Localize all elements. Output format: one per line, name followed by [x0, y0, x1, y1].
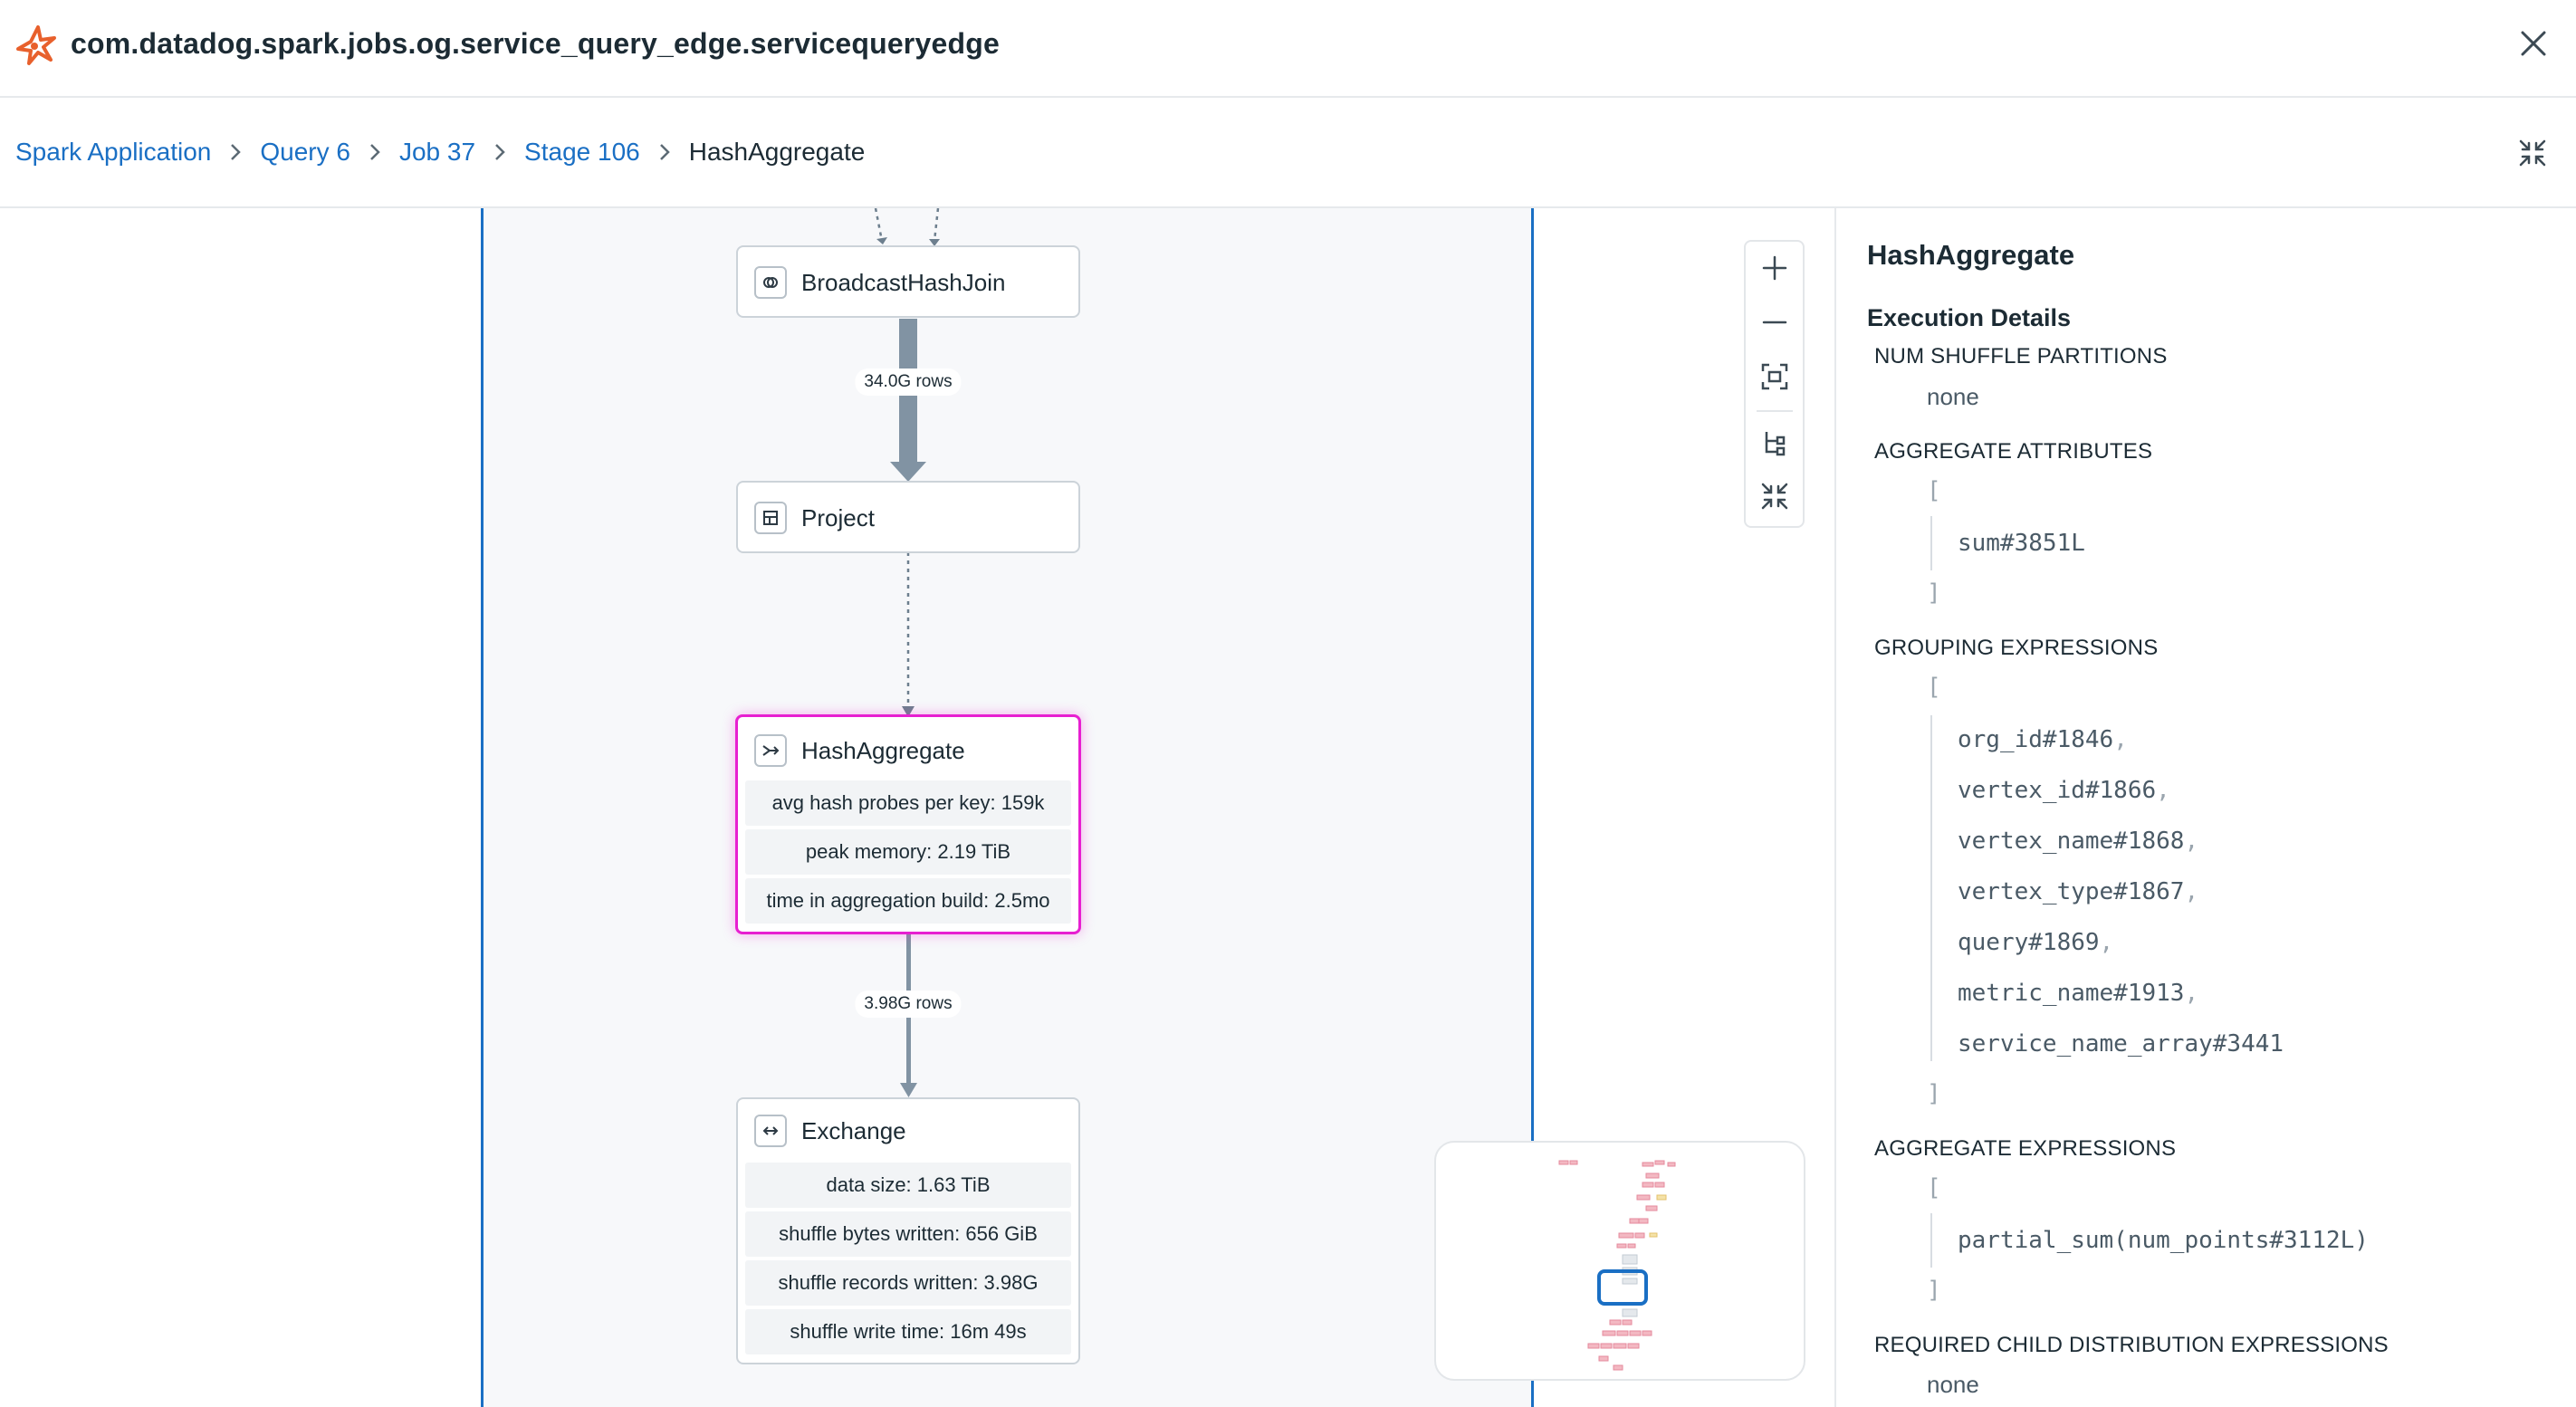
- list-item: sum#3851L: [1958, 530, 2085, 557]
- list-item-text: metric_name#1913: [1958, 980, 2185, 1007]
- toolbar-divider: [1757, 410, 1793, 412]
- minimap-thumbnail: [1558, 1160, 1676, 1371]
- list-item-text: vertex_name#1868: [1958, 828, 2185, 855]
- graph-toolbar: [1744, 240, 1805, 528]
- fit-view-icon[interactable]: [1759, 361, 1790, 392]
- list-comma: ,: [2156, 777, 2170, 804]
- details-title: HashAggregate: [1867, 239, 2075, 271]
- table-icon: [754, 502, 787, 534]
- attr-value: none: [1927, 1371, 1979, 1398]
- attr-label: AGGREGATE ATTRIBUTES: [1874, 439, 2153, 464]
- node-metric: shuffle write time: 16m 49s: [745, 1309, 1071, 1354]
- exchange-icon: [754, 1115, 787, 1147]
- list-guide-line: [1930, 715, 1932, 1061]
- zoom-out-icon[interactable]: [1759, 307, 1790, 338]
- node-hash-aggregate[interactable]: HashAggregate avg hash probes per key: 1…: [735, 714, 1081, 934]
- application-title: com.datadog.spark.jobs.og.service_query_…: [71, 27, 1000, 60]
- edge-row-count-label: 3.98G rows: [855, 991, 962, 1018]
- attr-label: NUM SHUFFLE PARTITIONS: [1874, 344, 2168, 368]
- chevron-right-icon: [495, 144, 505, 160]
- breadcrumb-stage[interactable]: Stage 106: [524, 138, 640, 166]
- bracket-open: [: [1927, 477, 1941, 504]
- node-metric: data size: 1.63 TiB: [745, 1163, 1071, 1208]
- breadcrumb-job[interactable]: Job 37: [398, 138, 476, 166]
- node-title: HashAggregate: [801, 736, 965, 764]
- list-item: org_id#1846,: [1958, 726, 2128, 753]
- bracket-close: ]: [1927, 1277, 1941, 1304]
- node-title: Exchange: [801, 1116, 906, 1144]
- chevron-right-icon: [659, 144, 670, 160]
- chevron-right-icon: [370, 144, 380, 160]
- node-metric: shuffle bytes written: 656 GiB: [745, 1211, 1071, 1257]
- join-icon: [754, 266, 787, 299]
- list-guide-line: [1930, 1213, 1932, 1268]
- list-comma: ,: [2099, 929, 2114, 956]
- list-item: query#1869,: [1958, 929, 2113, 956]
- chevron-right-icon: [231, 144, 242, 160]
- minimap-viewport[interactable]: [1597, 1269, 1648, 1306]
- breadcrumb: Spark Application Query 6 Job 37 Stage 1…: [15, 136, 865, 168]
- list-item: vertex_type#1867,: [1958, 878, 2198, 905]
- list-item: vertex_id#1866,: [1958, 777, 2170, 804]
- list-item: vertex_name#1868,: [1958, 828, 2198, 855]
- attr-label: AGGREGATE EXPRESSIONS: [1874, 1136, 2177, 1161]
- list-item: metric_name#1913,: [1958, 980, 2198, 1007]
- node-metric: shuffle records written: 3.98G: [745, 1260, 1071, 1306]
- bracket-open: [: [1927, 1174, 1941, 1201]
- graph-minimap[interactable]: [1434, 1141, 1805, 1381]
- list-comma: ,: [2184, 878, 2199, 905]
- execution-details-heading: Execution Details: [1867, 304, 2072, 331]
- node-metric: avg hash probes per key: 159k: [745, 780, 1071, 826]
- layout-tree-icon[interactable]: [1759, 428, 1790, 459]
- zoom-in-icon[interactable]: [1759, 253, 1790, 283]
- bracket-open: [: [1927, 674, 1941, 701]
- breadcrumb-spark-application[interactable]: Spark Application: [15, 138, 212, 166]
- aggregate-icon: [754, 734, 787, 767]
- bracket-close: ]: [1927, 579, 1941, 607]
- minimize-icon[interactable]: [2517, 138, 2548, 168]
- collapse-icon[interactable]: [1759, 481, 1790, 512]
- node-details-panel: HashAggregate Execution Details NUM SHUF…: [1834, 208, 2576, 1407]
- node-project[interactable]: Project: [736, 481, 1080, 553]
- list-comma: ,: [2113, 726, 2128, 753]
- list-item-text: vertex_id#1866: [1958, 777, 2157, 804]
- list-comma: ,: [2184, 828, 2199, 855]
- modal-header: com.datadog.spark.jobs.og.service_query_…: [0, 0, 2576, 98]
- plan-graph-canvas[interactable]: 34.0G rows 3.98G rows BroadcastHashJoin …: [481, 208, 1534, 1407]
- bracket-close: ]: [1927, 1080, 1941, 1107]
- node-broadcast-hash-join[interactable]: BroadcastHashJoin: [736, 245, 1080, 318]
- node-metric: peak memory: 2.19 TiB: [745, 829, 1071, 875]
- spark-logo-icon: [16, 25, 56, 65]
- attr-value: none: [1927, 383, 1979, 410]
- list-item-text: vertex_type#1867: [1958, 878, 2185, 905]
- close-icon[interactable]: [2515, 25, 2552, 62]
- attr-label: GROUPING EXPRESSIONS: [1874, 636, 2159, 660]
- breadcrumb-current: HashAggregate: [688, 138, 866, 166]
- list-comma: ,: [2184, 980, 2199, 1007]
- list-item: service_name_array#3441: [1958, 1030, 2284, 1058]
- node-title: BroadcastHashJoin: [801, 268, 1006, 296]
- attr-label: REQUIRED CHILD DISTRIBUTION EXPRESSIONS: [1874, 1333, 2389, 1357]
- node-title: Project: [801, 503, 875, 531]
- list-item: partial_sum(num_points#3112L): [1958, 1227, 2369, 1254]
- edge-row-count-label: 34.0G rows: [855, 368, 962, 396]
- list-guide-line: [1930, 516, 1932, 570]
- list-item-text: org_id#1846: [1958, 726, 2114, 753]
- list-item-text: query#1869: [1958, 929, 2100, 956]
- node-exchange[interactable]: Exchange data size: 1.63 TiB shuffle byt…: [736, 1097, 1080, 1364]
- breadcrumb-query[interactable]: Query 6: [260, 138, 350, 166]
- node-metric: time in aggregation build: 2.5mo: [745, 878, 1071, 924]
- breadcrumb-bar: Spark Application Query 6 Job 37 Stage 1…: [0, 98, 2576, 208]
